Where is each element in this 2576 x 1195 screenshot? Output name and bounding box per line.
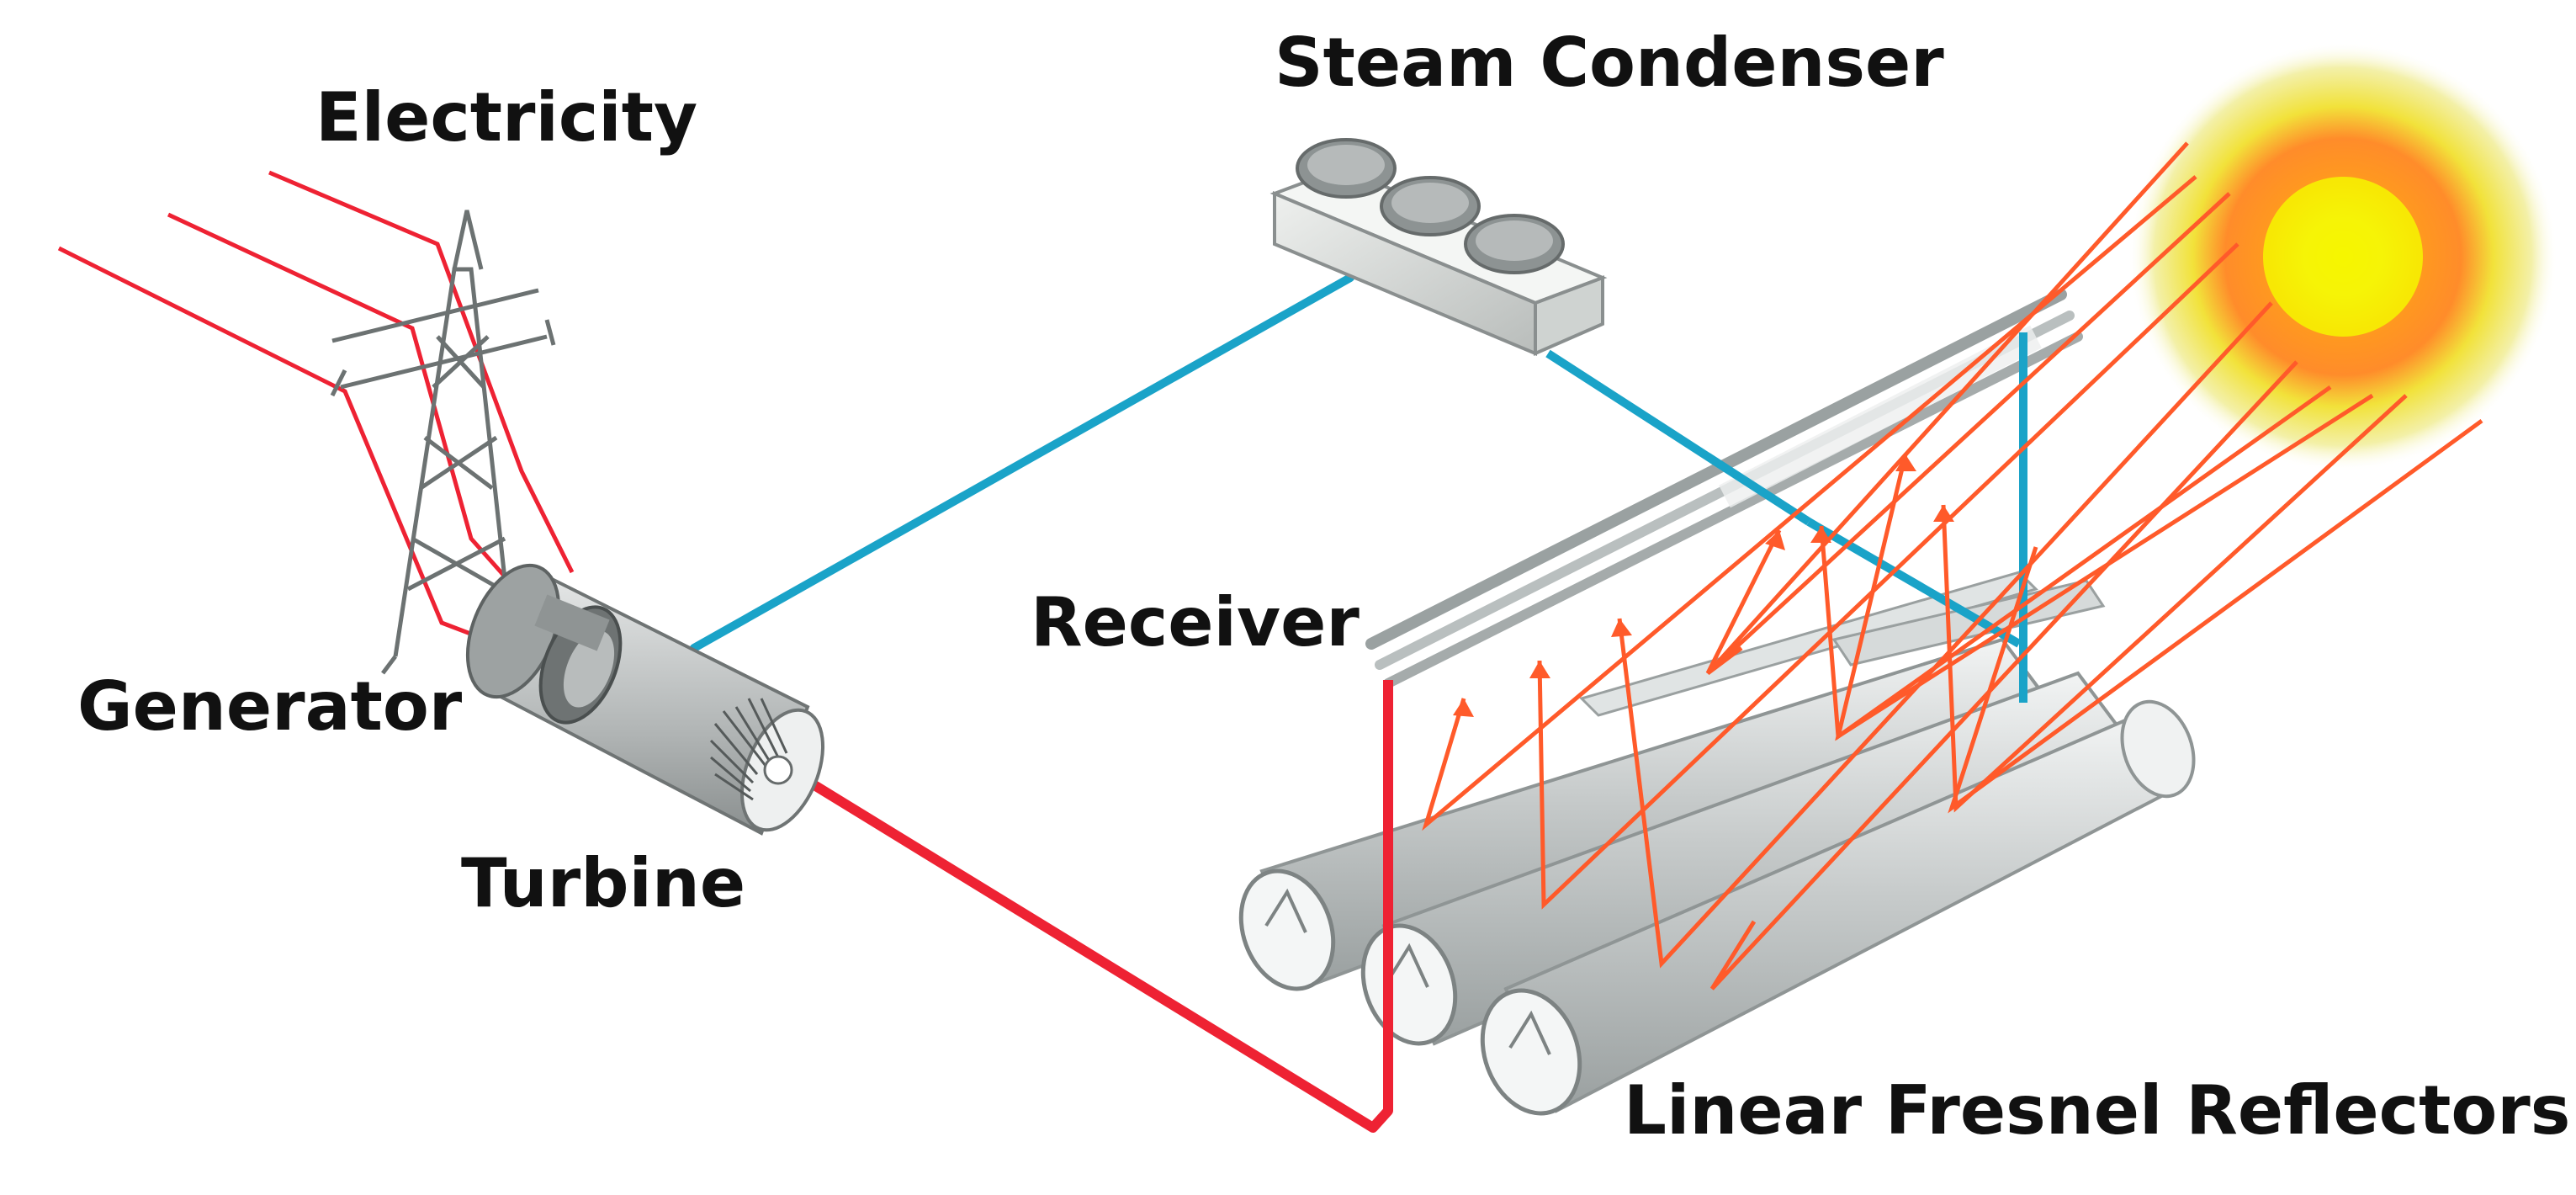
reflector-mirror: [1579, 571, 2106, 717]
cold-loop: [690, 274, 2027, 703]
label-linear-fresnel-reflectors: Linear Fresnel Reflectors: [1624, 1071, 2571, 1150]
condenser-fan: [1464, 214, 1565, 274]
sun-icon: [2128, 42, 2557, 471]
label-turbine: Turbine: [461, 844, 746, 922]
sun-rays: [1422, 141, 2483, 991]
ray-arrowheads: [1453, 454, 1954, 717]
turbine-icon: [709, 698, 825, 832]
condenser-fan: [1296, 138, 1397, 199]
label-receiver: Receiver: [1031, 583, 1360, 661]
reflector-tube: [1480, 699, 2196, 1116]
receiver-bars: [1365, 289, 2083, 688]
transmission-tower-icon: [330, 210, 556, 675]
condenser-fan: [1380, 176, 1481, 236]
label-electricity: Electricity: [315, 78, 698, 157]
generator-icon: [534, 594, 623, 725]
label-steam-condenser: Steam Condenser: [1275, 24, 1944, 102]
hot-loop: [800, 680, 1393, 1133]
generator-turbine-icon: [465, 563, 825, 836]
steam-condenser-icon: [1269, 138, 1608, 357]
label-generator: Generator: [77, 667, 463, 746]
